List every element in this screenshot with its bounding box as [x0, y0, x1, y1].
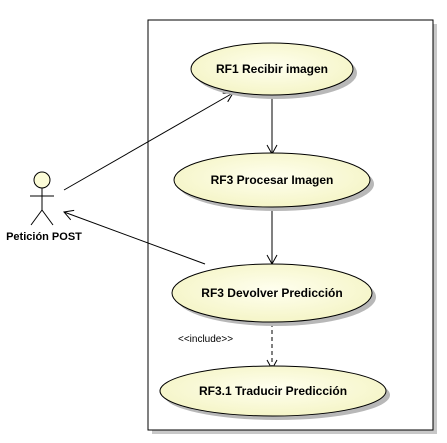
use-case-rf3-dev-label: RF3 Devolver Predicción [201, 286, 342, 300]
association-rf3dev-actor [63, 209, 206, 265]
use-case-rf1-label: RF1 Recibir imagen [216, 62, 328, 76]
actor: Petición POST [6, 171, 82, 243]
include-stereotype-label: <<include>> [178, 334, 233, 345]
use-case-rf1: RF1 Recibir imagen [190, 42, 357, 99]
use-case-rf31-label: RF3.1 Traducir Predicción [199, 384, 347, 398]
use-case-rf3-dev: RF3 Devolver Predicción [171, 263, 376, 326]
actor-label: Petición POST [6, 231, 82, 243]
actor-figure-icon [30, 171, 54, 226]
associations [63, 92, 234, 265]
use-case-rf3-label: RF3 Procesar Imagen [211, 173, 334, 187]
use-case-rf31: RF3.1 Traducir Predicción [159, 365, 390, 420]
use-case-rf3: RF3 Procesar Imagen [173, 152, 374, 211]
association-actor-rf1 [63, 92, 234, 191]
